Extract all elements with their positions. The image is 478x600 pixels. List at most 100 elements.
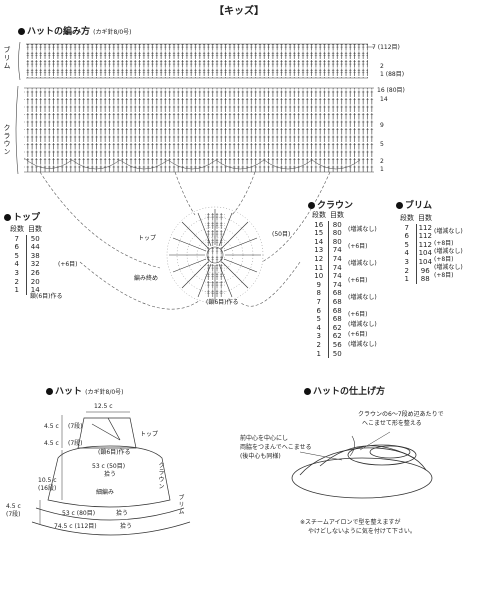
top-increase-note: (+6目) [58,261,78,268]
table-cell: 62 [332,332,342,341]
table-cell: 14 [30,286,40,295]
table-cell: 50 [332,349,342,358]
table-cell: 段数 [400,214,414,222]
crown-title: クラウン [308,198,353,211]
finished-hat-illustration [291,431,433,499]
table-cell: 74 [332,246,342,255]
table-cell: 7 [398,223,417,233]
table-cell: 68 [332,289,342,298]
table-cell: 10 [310,272,329,281]
table-cell: 104 [418,257,432,266]
table-cell: 96 [420,266,430,275]
dim-crown-circ: 53 c (50目) [92,463,126,470]
table-cell: 104 [418,249,432,258]
table-cell: 5 [8,251,27,261]
table-cell: 68 [332,297,342,306]
table-cell: 2 [398,266,417,276]
dim-pick2: 拾う [116,510,129,517]
row-mark-crown-9: 9 [380,122,384,129]
brim-note-4: (増減なし) [434,264,463,271]
crown-note-8: (増減なし) [348,341,377,348]
table-cell: 12 [310,254,329,264]
row-mark-brim-7: 7 (112目) [372,44,400,51]
dim-pick3: 拾う [120,523,133,530]
top-diagram-chain: (鎖6目)作る [206,299,239,306]
brim-title: ブリム [396,198,432,211]
finish-callout-crown: クラウンの6〜7段め辺あたりで [358,411,444,418]
bullet-icon [18,28,25,35]
table-cell: 16 [310,220,329,230]
brim-side-label: ブリム [3,46,11,70]
table-cell: 20 [30,277,40,286]
row-mark-crown-14: 14 [380,96,388,103]
table-cell: 13 [310,246,329,255]
table-cell: 112 [418,240,432,249]
table-cell: 4 [398,249,417,258]
table-cell: 7 [310,297,329,307]
dim-brim-rows: (7段) [6,511,21,518]
dim-label-chain: (鎖6目)作る [98,449,131,456]
bullet-icon [304,388,311,395]
brim-chart [18,41,374,81]
table-cell: 88 [420,275,430,284]
table-cell: 目数 [418,214,432,222]
table-cell: 4 [8,260,27,269]
bullet-icon [46,388,53,395]
crown-note-5: (+6目) [348,311,368,318]
table-cell: 26 [30,268,40,277]
crown-side-label: クラウン [3,124,11,156]
table-cell: 6 [310,306,329,316]
row-mark-crown-5: 5 [380,141,384,148]
finish-title: ハットの仕上げ方 [304,384,385,397]
table-cell: 目数 [330,211,344,219]
row-mark-crown-16: 16 (80目) [377,87,405,94]
crown-chart [15,85,374,175]
table-cell: 112 [418,232,432,241]
dim-top-h: 4.5 c [44,423,59,430]
table-cell: 4 [310,323,329,333]
table-cell: 段数 [312,211,326,219]
table-cell: 1 [398,275,417,284]
table-cell: 74 [332,272,342,281]
crown-note-3: (+6目) [348,277,368,284]
finish-steam-1: ※スチームアイロンで型を整えますが [300,519,401,526]
finish-steam-2: やけどしないように気を付けて下さい。 [308,528,416,535]
hat-pattern-note: (カギ針8/0号) [93,29,132,36]
table-cell: 14 [310,237,329,247]
top-title: トップ [4,210,40,223]
brim-note-1: (+8目) [434,240,454,247]
row-mark-brim-1: 1 (88目) [380,71,405,78]
table-cell: 目数 [28,225,42,233]
table-cell: 2 [310,340,329,350]
table-cell: 44 [30,243,40,252]
guide-lines [39,171,331,310]
crown-note-0: (増減なし) [348,226,377,233]
table-cell: 74 [332,280,342,289]
hat-pattern-title: ハットの編み方 (カギ針8/0号) [18,24,132,37]
dim-side-rows: (16段) [38,485,57,492]
table-cell: 80 [332,229,342,238]
table-cell: 80 [332,237,342,246]
dim-mid-rows: (7段) [68,440,83,447]
table-cell: 74 [332,263,342,272]
dim-top-rows: (7段) [68,423,83,430]
crown-note-1: (+6目) [348,243,368,250]
dim-brim-h: 4.5 c [6,503,21,510]
row-mark-brim-2: 2 [380,63,384,70]
table-cell: 段数 [10,225,24,233]
brim-note-2: (増減なし) [434,248,463,255]
table-cell: 56 [332,340,342,349]
table-cell: 6 [8,243,27,252]
dim-label-body: 細編み [96,489,115,496]
dim-label-crown: クラウン [157,462,164,490]
table-cell: 3 [398,257,417,267]
table-cell: 3 [310,332,329,341]
table-cell: 32 [30,260,40,269]
dim-pick: 拾う [104,471,117,478]
top-diagram-50: (50目) [272,231,291,238]
row-mark-crown-2: 2 [380,158,384,165]
table-cell: 9 [310,280,329,290]
